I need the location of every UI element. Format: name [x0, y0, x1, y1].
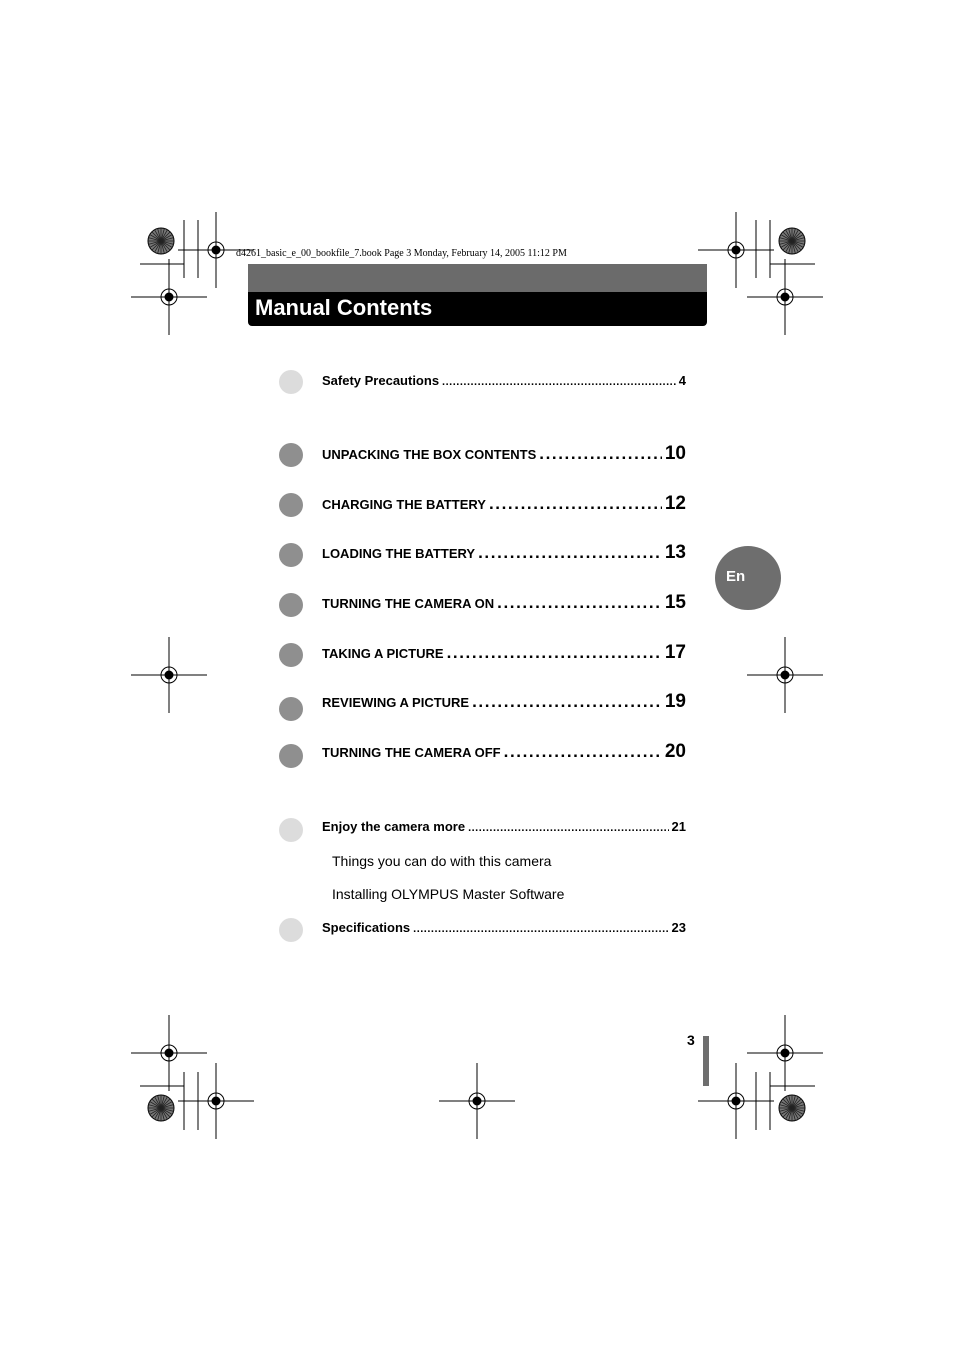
crosshair-mark	[131, 259, 207, 335]
bullet-specifications	[279, 918, 303, 942]
toc-entry[interactable]: UNPACKING THE BOX CONTENTS .............…	[322, 443, 686, 465]
bullet-unpacking	[279, 443, 303, 467]
toc-page: 15	[664, 592, 686, 613]
crosshair-mark	[747, 259, 823, 335]
bullet-safety	[279, 370, 303, 394]
bullet-loading	[279, 543, 303, 567]
bullet-camera-off	[279, 744, 303, 768]
toc-leader: ........................................…	[497, 593, 662, 612]
bullet-reviewing	[279, 697, 303, 721]
language-tab-label: En	[726, 568, 746, 585]
starburst-mark	[778, 227, 806, 255]
toc-leader: ........................................…	[446, 643, 662, 662]
starburst-mark	[778, 1094, 806, 1122]
title-bar: Manual Contents	[248, 264, 707, 326]
bullet-charging	[279, 493, 303, 517]
crosshair-mark	[698, 212, 774, 288]
toc-page: 12	[664, 493, 686, 514]
toc-page: 13	[664, 542, 686, 563]
starburst-mark	[147, 227, 175, 255]
crosshair-mark	[747, 1015, 823, 1091]
toc-page: 17	[664, 642, 686, 663]
crosshair-mark	[747, 637, 823, 713]
page-title: Manual Contents	[255, 295, 433, 320]
toc-entry[interactable]: CHARGING THE BATTERY ...................…	[322, 493, 686, 515]
toc-leader: ........................................…	[468, 822, 668, 834]
toc-entry[interactable]: Specifications .........................…	[322, 920, 686, 935]
language-tab: En	[715, 546, 781, 610]
crosshair-mark	[698, 1063, 774, 1139]
toc-label: LOADING THE BATTERY	[322, 546, 476, 561]
toc-leader: ........................................…	[503, 742, 662, 761]
toc-label: Enjoy the camera more	[322, 819, 466, 834]
crosshair-mark	[439, 1063, 515, 1139]
toc-entry[interactable]: TURNING THE CAMERA OFF .................…	[322, 741, 686, 763]
toc-label: TAKING A PICTURE	[322, 646, 444, 661]
toc-leader: ........................................…	[539, 444, 662, 463]
title-band-top	[248, 264, 707, 292]
toc-label: Safety Precautions	[322, 373, 440, 388]
crosshair-mark	[131, 1015, 207, 1091]
toc-label: TURNING THE CAMERA ON	[322, 596, 495, 611]
toc-page: 10	[664, 443, 686, 464]
toc-entry[interactable]: Enjoy the camera more ..................…	[322, 819, 686, 834]
title-band-bottom	[248, 292, 707, 326]
toc-leader: ........................................…	[478, 543, 662, 562]
toc-label: CHARGING THE BATTERY	[322, 497, 486, 512]
crosshair-mark	[178, 1063, 254, 1139]
toc-page: 21	[671, 819, 686, 834]
toc-leader: ........................................…	[488, 494, 662, 513]
toc-label: REVIEWING A PICTURE	[322, 695, 470, 710]
toc-page: 23	[671, 920, 686, 935]
bullet-taking	[279, 643, 303, 667]
toc-entry[interactable]: TURNING THE CAMERA ON ..................…	[322, 592, 686, 614]
toc-label: Specifications	[322, 920, 411, 935]
toc-entry[interactable]: LOADING THE BATTERY ....................…	[322, 542, 686, 564]
toc-entry[interactable]: Safety Precautions .....................…	[322, 373, 686, 388]
toc-label: TURNING THE CAMERA OFF	[322, 745, 501, 760]
toc-leader: ........................................…	[442, 376, 676, 388]
bullet-camera-on	[279, 593, 303, 617]
toc-leader: ........................................…	[472, 692, 662, 711]
toc-entry[interactable]: TAKING A PICTURE .......................…	[322, 642, 686, 664]
toc-leader: ........................................…	[413, 923, 668, 935]
crosshair-mark	[131, 637, 207, 713]
toc-sub-item[interactable]: Installing OLYMPUS Master Software	[332, 886, 565, 902]
toc-page: 4	[678, 373, 686, 388]
file-info-header: d4261_basic_e_00_bookfile_7.book Page 3 …	[236, 248, 567, 259]
page-number-rule	[703, 1036, 709, 1086]
crosshair-mark	[178, 212, 254, 288]
bullet-enjoy	[279, 818, 303, 842]
toc-page: 20	[664, 741, 686, 762]
page-number: 3	[687, 1032, 695, 1048]
toc-label: UNPACKING THE BOX CONTENTS	[322, 447, 537, 462]
starburst-mark	[147, 1094, 175, 1122]
toc-entry[interactable]: REVIEWING A PICTURE ....................…	[322, 691, 686, 713]
toc-page: 19	[664, 691, 686, 712]
toc-sub-item[interactable]: Things you can do with this camera	[332, 853, 552, 869]
